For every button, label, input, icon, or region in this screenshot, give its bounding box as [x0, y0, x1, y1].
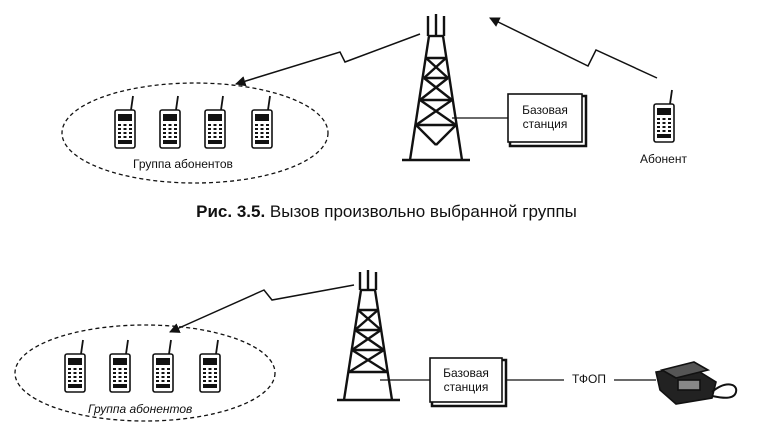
- figure2-radio-tower-icon: [337, 270, 400, 402]
- mobile-phone-icon: [114, 95, 136, 149]
- figure1-subscriber-phone-icon: [653, 89, 675, 143]
- mobile-phone-icon: [159, 95, 181, 149]
- figure1-base-station-label-line2: станция: [522, 117, 568, 131]
- figure1-caption-text: Вызов произвольно выбранной группы: [265, 202, 577, 221]
- figure1-subscriber-label: Абонент: [640, 152, 687, 166]
- figure2-network-label: ТФОП: [569, 372, 610, 386]
- figure1-base-station-label: Базовая станция: [508, 103, 582, 131]
- figure2-base-station-box: [429, 357, 503, 403]
- mobile-phone-icon: [199, 339, 221, 393]
- figure2-desk-telephone-icon: [655, 361, 738, 405]
- figure1-caption-number: Рис. 3.5.: [196, 202, 266, 221]
- figure1-radio-tower-icon: [402, 14, 470, 162]
- mobile-phone-icon: [152, 339, 174, 393]
- figure1-caption: Рис. 3.5. Вызов произвольно выбранной гр…: [0, 202, 773, 222]
- figure2-group-label: Группа абонентов: [88, 402, 193, 416]
- mobile-phone-icon: [109, 339, 131, 393]
- mobile-phone-icon: [204, 95, 226, 149]
- figure2-base-station-label-line2: станция: [443, 380, 489, 394]
- figure2-base-station-label-line1: Базовая: [443, 366, 489, 380]
- figure1-phones-group: [114, 95, 273, 149]
- mobile-phone-icon: [251, 95, 273, 149]
- figure1-group-label: Группа абонентов: [133, 157, 233, 171]
- figure1-base-station-box: [507, 93, 583, 143]
- figure1-base-station-label-line1: Базовая: [522, 103, 568, 117]
- figure1-group-ellipse: [61, 82, 329, 184]
- mobile-phone-icon: [64, 339, 86, 393]
- figure2-phones-group: [64, 339, 221, 393]
- figure1-radio-link-arrow-to-group: [234, 33, 421, 87]
- figure1-radio-link-arrow-from-subscriber: [489, 17, 658, 79]
- figure2-radio-link-arrow-to-group: [169, 284, 355, 333]
- figure2-group-ellipse: [14, 324, 276, 422]
- figure2-base-station-label: Базовая станция: [430, 366, 502, 394]
